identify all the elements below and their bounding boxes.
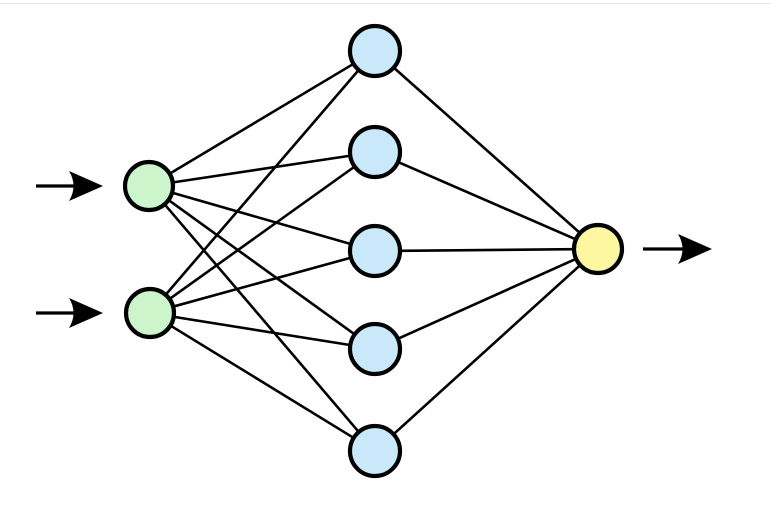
neuron-hidden-1 bbox=[347, 23, 403, 79]
connection-input-1-to-hidden-1 bbox=[169, 63, 354, 175]
neuron-nodes bbox=[122, 23, 625, 479]
connection-input-1-to-hidden-4 bbox=[168, 199, 355, 335]
neuron-hidden-3 bbox=[347, 223, 403, 279]
output-arrow-1 bbox=[643, 234, 712, 264]
output-arrow-1-head bbox=[678, 234, 712, 264]
connection-input-2-to-hidden-1 bbox=[165, 70, 359, 295]
neuron-hidden-5 bbox=[347, 423, 403, 479]
connection-hidden-4-to-output-1 bbox=[398, 258, 576, 340]
input-arrow-2 bbox=[36, 298, 103, 328]
neuron-output-1 bbox=[571, 222, 625, 276]
connection-edges bbox=[164, 63, 581, 439]
connection-input-2-to-hidden-4 bbox=[174, 315, 350, 347]
connection-hidden-3-to-output-1 bbox=[401, 247, 573, 253]
io-arrows bbox=[36, 171, 712, 328]
neuron-hidden-2 bbox=[347, 124, 403, 180]
neuron-hidden-4 bbox=[347, 321, 403, 377]
connection-input-2-to-hidden-3 bbox=[173, 256, 351, 308]
connection-input-2-to-hidden-5 bbox=[170, 325, 354, 439]
connection-input-1-to-hidden-2 bbox=[173, 154, 350, 184]
connection-input-2-to-hidden-2 bbox=[169, 166, 355, 300]
connection-hidden-5-to-output-1 bbox=[393, 264, 581, 435]
connection-input-1-to-hidden-3 bbox=[172, 191, 351, 246]
connection-hidden-1-to-output-1 bbox=[393, 67, 581, 234]
page-top-rule bbox=[0, 3, 771, 4]
input-arrow-1-head bbox=[69, 171, 103, 201]
input-arrow-1 bbox=[36, 171, 103, 201]
connection-input-1-to-hidden-5 bbox=[164, 204, 359, 432]
connection-hidden-2-to-output-1 bbox=[398, 161, 576, 241]
neuron-input-2 bbox=[123, 286, 177, 340]
neuron-input-1 bbox=[122, 159, 176, 213]
input-arrow-2-head bbox=[69, 298, 103, 328]
